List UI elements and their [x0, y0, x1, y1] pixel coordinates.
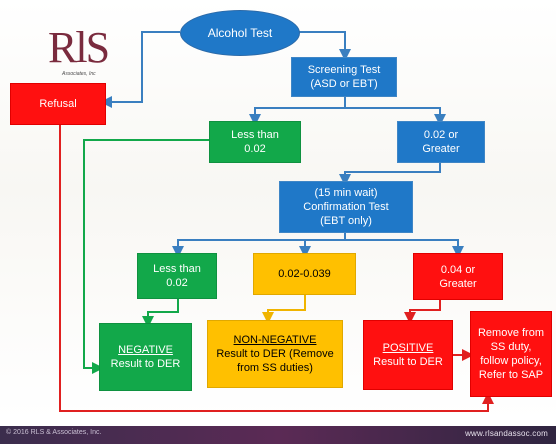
screening-test-node: Screening Test (ASD or EBT): [291, 57, 397, 97]
alcohol-test-node: Alcohol Test: [180, 10, 300, 56]
logo-text: RlS: [48, 23, 110, 72]
connector-alcohol-to-refusal: [100, 31, 180, 108]
confirmation-line1: (15 min wait): [314, 187, 378, 199]
greater-node-2: 0.04 or Greater: [413, 253, 503, 300]
positive-sub: Result to DER: [373, 356, 443, 368]
confirmation-line3: (EBT only): [320, 215, 372, 227]
connector-alcohol-to-screening: [298, 31, 351, 61]
negative-result-node: NEGATIVE Result to DER: [99, 323, 192, 391]
greater-1-line1: 0.02 or: [423, 129, 459, 141]
confirmation-test-node: (15 min wait) Confirmation Test (EBT onl…: [279, 181, 413, 233]
less-than-node-2: Less than 0.02: [137, 253, 217, 299]
connector-screening-to-lessthan: [249, 96, 346, 126]
footer-url[interactable]: www.rlsandassoc.com: [465, 429, 548, 438]
refusal-node: Refusal: [10, 83, 106, 125]
greater-node-1: 0.02 or Greater: [397, 121, 485, 163]
confirmation-line2: Confirmation Test: [303, 201, 389, 213]
connector-screening-to-greater: [345, 107, 446, 126]
negative-title: NEGATIVE: [118, 344, 173, 356]
middle-range-label: 0.02-0.039: [278, 268, 331, 280]
connector-confirmation-to-greater2: [345, 239, 464, 258]
connector-refusal-to-remove: [59, 124, 494, 412]
nonnegative-title: NON-NEGATIVE: [233, 334, 317, 346]
remove-action-node: Remove from SS duty, follow policy, Refe…: [470, 311, 552, 397]
footer-band: [0, 426, 556, 444]
footer-copyright: © 2016 RLS & Associates, Inc.: [6, 429, 102, 436]
remove-line3: follow policy,: [480, 355, 542, 367]
less-than-1-line1: Less than: [231, 129, 279, 141]
logo-subtext: Associates, Inc: [62, 71, 96, 77]
connector-confirmation-to-branches: [172, 232, 346, 258]
connector-lessthan-to-negative: [83, 139, 209, 374]
less-than-2-line1: Less than: [153, 263, 201, 275]
remove-line4: Refer to SAP: [478, 369, 544, 381]
connector-greater-to-confirmation: [339, 162, 441, 186]
positive-result-node: POSITIVE Result to DER: [363, 320, 453, 390]
screening-test-line2: (ASD or EBT): [310, 78, 378, 90]
connector-lessthan2-to-negative: [142, 298, 179, 328]
nonnegative-sub2: from SS duties): [237, 362, 313, 374]
alcohol-test-label: Alcohol Test: [207, 26, 273, 40]
less-than-node-1: Less than 0.02: [209, 121, 301, 163]
less-than-1-line2: 0.02: [244, 143, 266, 155]
connector-greater2-to-positive: [404, 300, 441, 324]
connector-middle-to-nonnegative: [262, 294, 306, 324]
nonnegative-sub1: Result to DER (Remove: [216, 348, 334, 360]
remove-line1: Remove from: [477, 327, 545, 339]
greater-2-line1: 0.04 or: [440, 263, 476, 276]
negative-sub: Result to DER: [110, 358, 181, 370]
remove-line2: SS duty,: [490, 341, 532, 353]
screening-test-line1: Screening Test: [307, 64, 381, 76]
greater-2-line2: Greater: [439, 277, 477, 290]
greater-1-line2: Greater: [422, 143, 460, 155]
nonnegative-result-node: NON-NEGATIVE Result to DER (Remove from …: [207, 320, 343, 388]
less-than-2-line2: 0.02: [166, 277, 188, 289]
refusal-label: Refusal: [39, 98, 77, 110]
middle-range-node: 0.02-0.039: [253, 253, 356, 295]
positive-title: POSITIVE: [382, 342, 434, 354]
